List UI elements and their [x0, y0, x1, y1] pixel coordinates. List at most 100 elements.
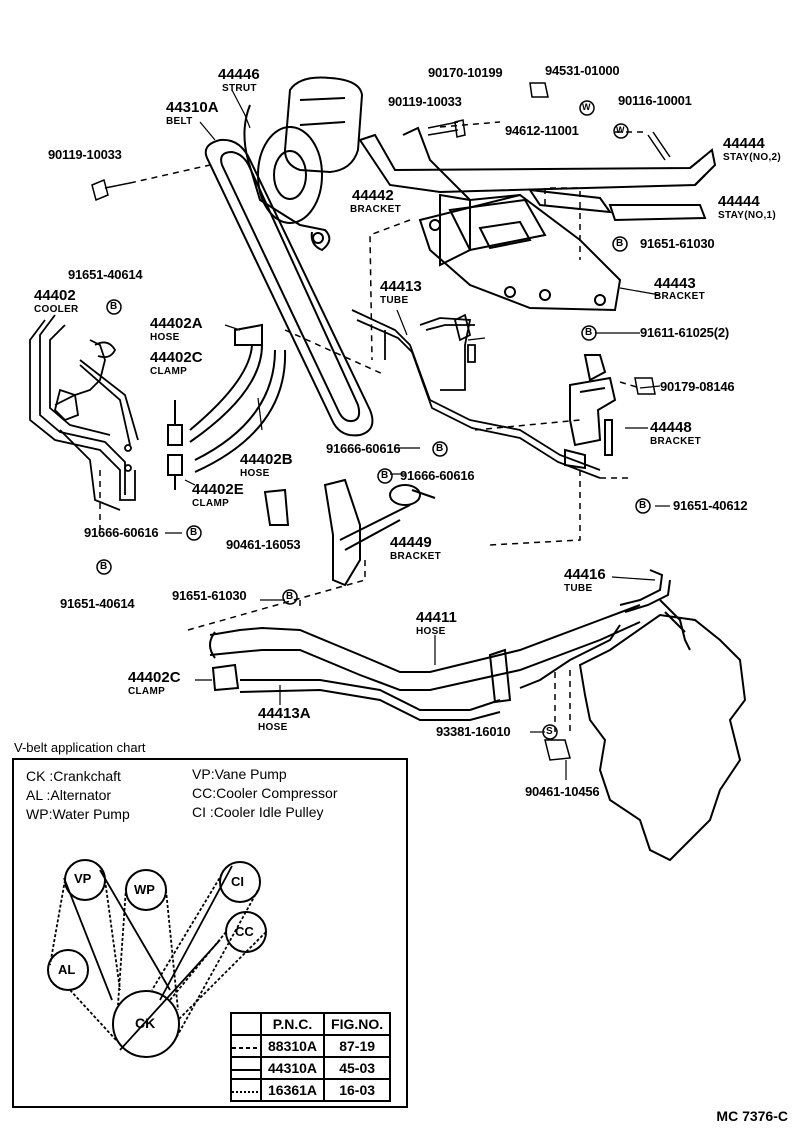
label-44443-sub: BRACKET [654, 291, 705, 302]
vbelt-solid [63, 865, 233, 1051]
line-style-solid [232, 1069, 260, 1071]
label-44411: 44411 [416, 609, 457, 626]
label-44402b-sub: HOSE [240, 468, 270, 479]
symbol-b: B [436, 443, 444, 454]
label-44448-sub: BRACKET [650, 436, 701, 447]
vbelt-paths [49, 873, 267, 1041]
cooler-hoses [167, 323, 287, 490]
symbol-b: B [286, 591, 294, 602]
leader-lines [99, 121, 645, 735]
legend-item-al: AL :Alternator [26, 787, 112, 803]
label-90179: 90179-08146 [660, 379, 735, 394]
fasteners [91, 82, 671, 761]
label-90119-b: 90119-10033 [388, 94, 462, 109]
symbol-b: B [585, 327, 593, 338]
symbol-w: W [616, 125, 625, 135]
label-44413a: 44413A [258, 705, 311, 722]
label-44416: 44416 [564, 566, 606, 583]
line-style-dotted [232, 1091, 260, 1093]
label-44413-sub: TUBE [380, 295, 409, 306]
symbol-w: W [582, 102, 591, 112]
label-91651-40614-b: 91651-40614 [60, 596, 135, 611]
label-91666-a: 91666-60616 [326, 441, 401, 456]
label-44402-sub: COOLER [34, 304, 79, 315]
label-44443: 44443 [654, 275, 696, 292]
label-44446-sub: STRUT [222, 83, 257, 94]
legend-item-vp: VP:Vane Pump [192, 766, 287, 782]
legend-item-wp: WP:Water Pump [26, 806, 130, 822]
vbelt-chart-box [12, 758, 408, 1108]
label-44402: 44402 [34, 287, 76, 304]
symbol-b: B [190, 527, 198, 538]
label-91666-b: 91666-60616 [400, 468, 475, 483]
label-44444-a: 44444 [723, 135, 765, 152]
label-44402c-2: 44402C [128, 669, 181, 686]
table-row: 16361A 16-03 [230, 1078, 392, 1102]
pnc-header: P.N.C. FIG.NO. [230, 1012, 392, 1036]
pulley-ck: CK [135, 1015, 156, 1031]
label-90461-b: 90461-10456 [525, 784, 600, 799]
tube-44413 [351, 309, 601, 479]
pulley-al: AL [58, 962, 76, 977]
symbol-circles [96, 100, 651, 740]
label-44402b: 44402B [240, 451, 293, 468]
label-91651-40614-a: 91651-40614 [68, 267, 143, 282]
label-91611: 91611-61025(2) [640, 325, 729, 340]
label-44402e-sub: CLAMP [192, 498, 230, 509]
label-44446: 44446 [218, 66, 260, 83]
symbol-b: B [616, 238, 624, 249]
header-fig: FIG.NO. [323, 1012, 392, 1036]
solid-leaders [165, 89, 670, 780]
hose-44411 [209, 569, 691, 721]
bracket-44448 [564, 354, 617, 470]
pulley-vp: VP [74, 871, 92, 886]
label-90461-a: 90461-16053 [226, 537, 301, 552]
figure-code: MC 7376-C [716, 1108, 788, 1124]
label-44442: 44442 [352, 187, 394, 204]
label-44449: 44449 [390, 534, 432, 551]
symbol-b: B [110, 301, 118, 312]
legend-item-cc: CC:Cooler Compressor [192, 785, 338, 801]
symbol-b: B [381, 470, 389, 481]
label-91651-61030-a: 91651-61030 [640, 236, 715, 251]
label-44413: 44413 [380, 278, 422, 295]
label-44449-sub: BRACKET [390, 551, 441, 562]
label-44310a-sub: BELT [166, 116, 193, 127]
label-91651-40612: 91651-40612 [673, 498, 748, 513]
cooler-44402 [29, 314, 139, 511]
pulley-cc: CC [235, 924, 254, 939]
label-44444-a-sub: STAY(NO,2) [723, 152, 782, 163]
label-44402e: 44402E [192, 481, 244, 498]
pulley-wp: WP [134, 882, 155, 897]
label-44310a: 44310A [166, 99, 219, 116]
label-44402c-2-sub: CLAMP [128, 686, 166, 697]
table-row: 88310A 87-19 [230, 1034, 392, 1058]
line-style-dashed [232, 1047, 260, 1049]
header-pnc: P.N.C. [259, 1012, 326, 1036]
label-44416-sub: TUBE [564, 583, 593, 594]
label-90170: 90170-10199 [428, 65, 503, 80]
legend-item-ck: CK :Crankchaft [26, 768, 121, 784]
vbelt-chart-title: V-belt application chart [14, 740, 146, 755]
label-90116: 90116-10001 [618, 93, 692, 108]
label-93381: 93381-16010 [436, 724, 511, 739]
label-44402a-sub: HOSE [150, 332, 180, 343]
label-90119-a: 90119-10033 [48, 147, 122, 162]
label-91666-c: 91666-60616 [84, 525, 159, 540]
label-44444-b-sub: STAY(NO,1) [718, 210, 777, 221]
symbol-s: S [546, 726, 553, 737]
belt-44310a [204, 138, 374, 437]
bracket-44449 [263, 478, 436, 587]
label-44448: 44448 [650, 419, 692, 436]
label-44402a: 44402A [150, 315, 203, 332]
label-94531: 94531-01000 [545, 63, 620, 78]
label-91651-61030-b: 91651-61030 [172, 588, 247, 603]
label-94612: 94612-11001 [505, 123, 579, 138]
label-44402c: 44402C [150, 349, 203, 366]
legend-item-ci: CI :Cooler Idle Pulley [192, 804, 324, 820]
pulley-ci: CI [231, 874, 244, 889]
symbol-b: B [100, 561, 108, 572]
steering-gear-housing [578, 613, 747, 862]
table-row: 44310A 45-03 [230, 1056, 392, 1080]
